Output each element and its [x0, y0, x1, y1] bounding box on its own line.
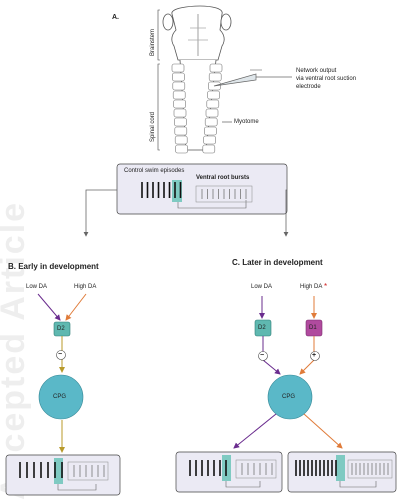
panel-c-title: C. Later in development	[232, 258, 323, 267]
myotome-segment	[207, 90, 220, 100]
myotome-segment	[173, 99, 186, 109]
myotome-segment	[205, 108, 219, 118]
myotome-segment	[206, 99, 220, 109]
early-burst-zoom	[73, 465, 105, 477]
myotome-segment	[208, 72, 222, 82]
excite-sign-label-c: +	[312, 352, 317, 359]
myotome-segment	[172, 72, 185, 82]
d1-label-c: D1	[309, 325, 317, 331]
inhibit-sign-c	[258, 351, 268, 361]
suction-electrode	[213, 69, 292, 87]
larva-illustration	[162, 5, 232, 154]
myotome-segment	[202, 144, 216, 154]
cpg-label-b: CPG	[53, 394, 67, 400]
ventral-root-label: via ventral root suction	[296, 76, 357, 82]
brainstem-label: Brainstem	[150, 28, 156, 56]
myotome-segment	[172, 90, 186, 100]
control-burst-train	[141, 182, 182, 198]
myotome-segment	[204, 117, 218, 127]
ventral-root-burst-zoom	[201, 189, 247, 199]
myotome-segment	[203, 135, 216, 145]
burst-highlight	[172, 180, 182, 202]
ventral-root-bursts-label: Ventral root bursts	[196, 175, 250, 181]
low-da-label-c: Low DA	[251, 284, 273, 290]
inhibit-sign-label-b: −	[58, 351, 63, 358]
high-da-label-b: High DA	[74, 284, 97, 290]
myotome-segment	[171, 63, 185, 73]
d2-label-c: D2	[258, 325, 266, 331]
myotome-segment	[209, 63, 223, 73]
spinal-cord-label: Spinal cord	[150, 111, 156, 142]
high-da-arrow-b	[65, 293, 87, 321]
inhibit-sign-label-c: −	[260, 352, 265, 359]
panel-b-title: B. Early in development	[8, 262, 99, 271]
later-high-burst-train	[295, 460, 337, 476]
low-da-arrow-b	[37, 293, 61, 321]
later-low-burst-zoom	[241, 463, 273, 475]
network-output-label: Network output	[296, 68, 337, 74]
cpg-low-output-arrow-c	[233, 413, 277, 449]
excite-sign-c	[310, 351, 320, 361]
panel-a-letter: A.	[112, 14, 119, 21]
region-brackets	[157, 9, 232, 151]
high-da-asterisk: *	[324, 282, 328, 291]
cpg-circle-c	[267, 374, 313, 420]
d2-label-b: D2	[57, 326, 65, 332]
branch-arrow-later	[283, 189, 289, 237]
myotome-segment	[175, 144, 188, 154]
branch-arrow-early	[83, 189, 117, 237]
cpg-high-output-arrow-c	[303, 413, 343, 449]
myotome-segment	[173, 108, 187, 118]
early-burst-train	[19, 462, 63, 478]
high-da-label-c: High DA	[300, 284, 323, 290]
low-da-label-b: Low DA	[26, 284, 48, 290]
myotome-segment	[172, 81, 186, 91]
electrode-label: electrode	[296, 84, 321, 90]
myotome-segment	[204, 126, 217, 136]
later-high-burst-zoom	[351, 463, 389, 475]
inhibit-sign-b	[56, 350, 66, 360]
control-episodes-label: Control swim episodes	[124, 168, 185, 174]
myotome-segment	[174, 117, 187, 127]
myotome-segment	[174, 135, 188, 145]
myotome-segment	[174, 126, 188, 136]
later-low-burst-train	[189, 460, 227, 476]
myotome-label: Myotome	[234, 119, 259, 125]
cpg-circle-b	[38, 374, 84, 420]
cpg-label-c: CPG	[282, 394, 296, 400]
